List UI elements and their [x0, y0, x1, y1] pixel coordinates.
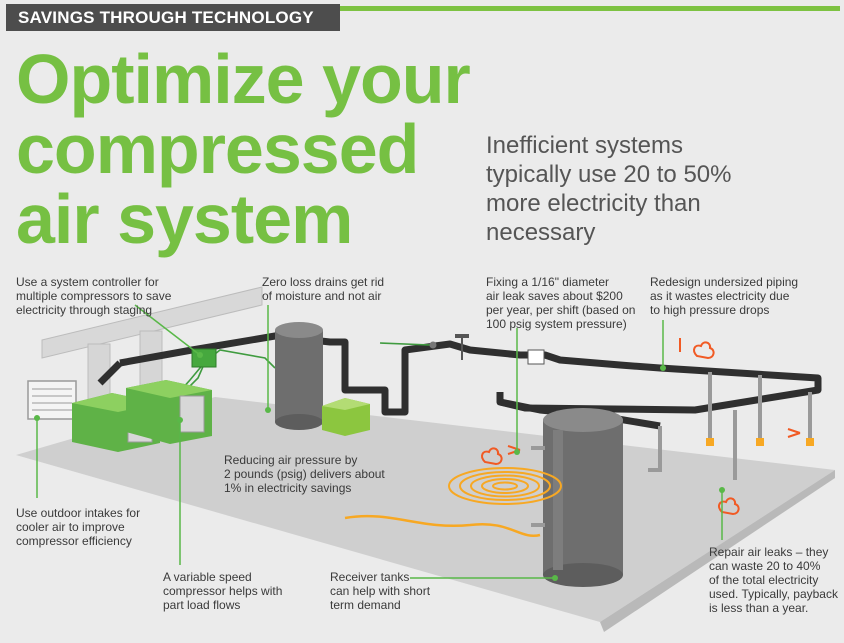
callout-pressure: Reducing air pressure by 2 pounds (psig)… [224, 453, 385, 495]
header-pipe-back [97, 360, 123, 386]
main-air-pipe [119, 332, 822, 416]
headline-line-2: compressed [16, 110, 419, 188]
drop-pipes [648, 372, 812, 480]
floor-edge [600, 470, 835, 632]
callout-leaks: Repair air leaks – they can waste 20 to … [709, 545, 838, 615]
receiver-tank-small [275, 322, 323, 430]
callout-leaders [36, 304, 723, 579]
receiver-tank-large [543, 408, 623, 587]
air-dryer [322, 398, 370, 436]
intake-duct [41, 286, 263, 359]
callout-intakes: Use outdoor intakes for cooler air to im… [16, 506, 141, 548]
floor-plane [16, 397, 835, 622]
subhead: Inefficient systems typically use 20 to … [486, 132, 732, 246]
callout-vsd: A variable speed compressor helps with p… [163, 570, 283, 612]
callout-drains: Zero loss drains get rid of moisture and… [262, 275, 385, 303]
callout-receiver: Receiver tanks can help with short term … [330, 570, 431, 612]
loose-air-hose [344, 514, 541, 538]
pipe-fitting [527, 349, 545, 365]
headline-line-3: air system [16, 180, 353, 258]
coiled-air-hose [448, 467, 562, 505]
headline: Optimize your compressed air system [16, 40, 471, 258]
pipe-valve-2 [429, 341, 437, 349]
drop-outlets [706, 438, 814, 446]
section-banner: SAVINGS THROUGH TECHNOLOGY [6, 4, 340, 31]
outdoor-intake-louver [27, 380, 77, 420]
callout-controller: Use a system controller for multiple com… [16, 275, 172, 317]
banner-rule [340, 6, 840, 11]
compressor-2 [126, 380, 212, 444]
callout-leak-fix: Fixing a 1/16" diameter air leak saves a… [486, 275, 636, 331]
callout-piping: Redesign undersized piping as it wastes … [650, 275, 799, 317]
headline-line-1: Optimize your [16, 40, 471, 118]
pipe-valve-1 [455, 334, 469, 360]
